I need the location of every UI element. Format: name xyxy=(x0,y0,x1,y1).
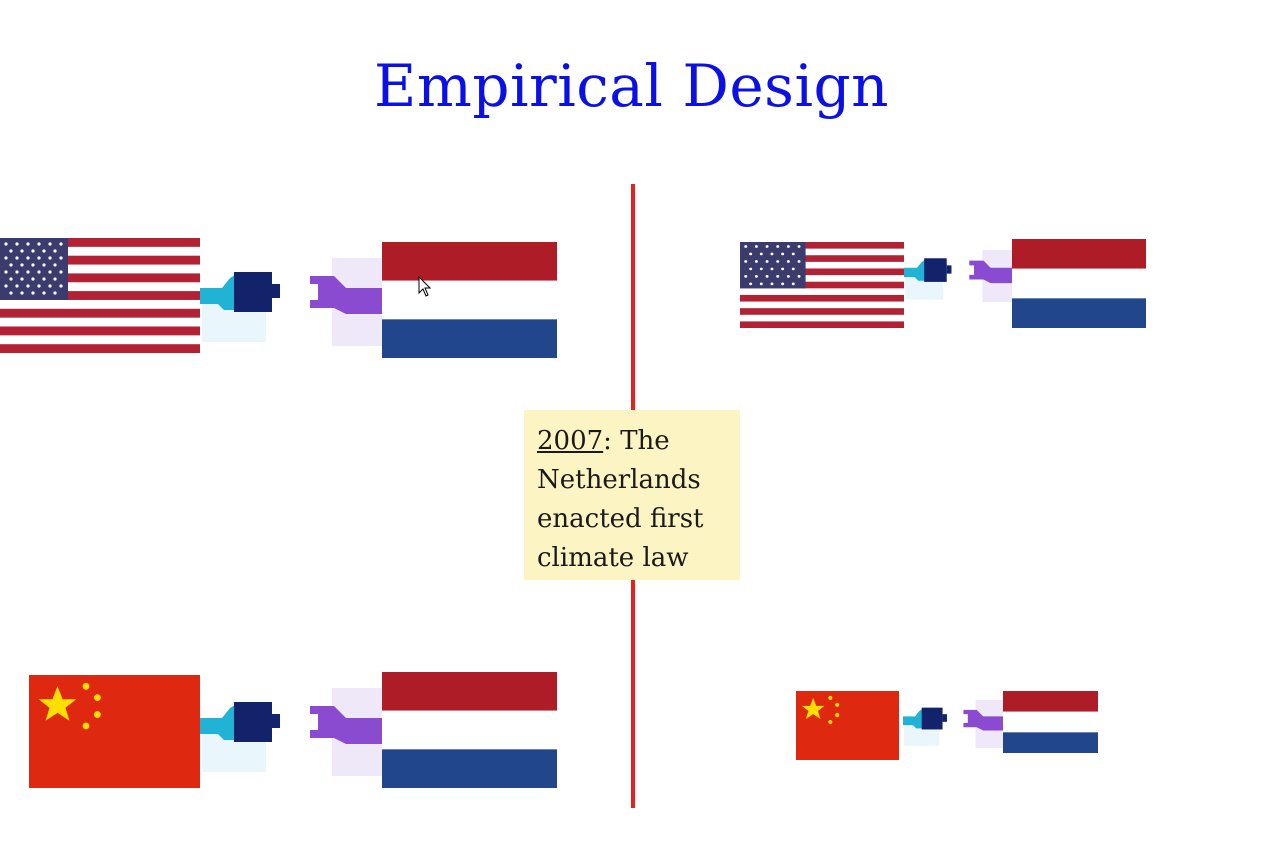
usa-flag-icon xyxy=(0,238,200,353)
note-text: : The Netherlands enacted first climate … xyxy=(537,426,704,573)
note-year: 2007 xyxy=(537,426,604,456)
mouse-cursor-icon xyxy=(418,275,432,298)
netherlands-flag-icon xyxy=(382,242,557,358)
slide-title: Empirical Design xyxy=(374,52,889,120)
netherlands-flag-icon xyxy=(1003,691,1098,753)
plug-connector-icon xyxy=(904,250,1012,302)
plug-connector-icon xyxy=(903,700,1003,748)
plug-connector-icon xyxy=(200,688,382,776)
usa-flag-icon xyxy=(740,242,904,328)
netherlands-flag-icon xyxy=(382,672,557,788)
climate-law-note: 2007: The Netherlands enacted first clim… xyxy=(524,410,740,580)
netherlands-flag-icon xyxy=(1012,239,1146,328)
china-flag-icon xyxy=(29,675,200,788)
china-flag-icon xyxy=(796,691,899,760)
plug-connector-icon xyxy=(200,258,382,346)
